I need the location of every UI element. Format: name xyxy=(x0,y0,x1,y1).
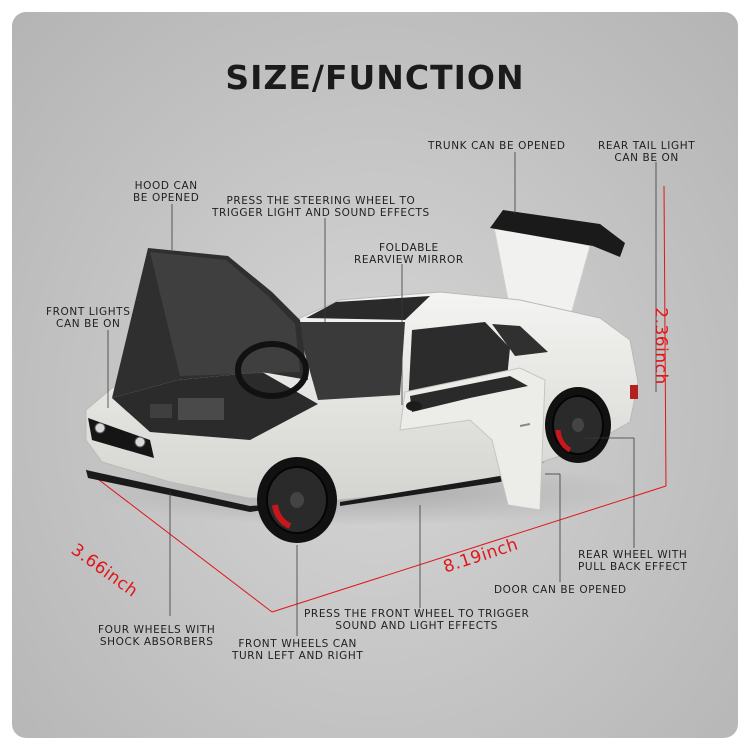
front-wheel xyxy=(257,457,337,543)
trunk-lid xyxy=(490,210,625,319)
steering-wheel xyxy=(235,341,309,399)
label-steering: PRESS THE STEERING WHEEL TO TRIGGER LIGH… xyxy=(212,195,430,219)
tail-light xyxy=(630,385,638,399)
label-four-wheels: FOUR WHEELS WITH SHOCK ABSORBERS xyxy=(98,624,216,648)
label-front-wheels-turn: FRONT WHEELS CAN TURN LEFT AND RIGHT xyxy=(232,638,364,662)
height-line xyxy=(663,185,667,487)
label-front-wheel-press: PRESS THE FRONT WHEEL TO TRIGGER SOUND A… xyxy=(304,608,530,632)
label-mirror: FOLDABLE REARVIEW MIRROR xyxy=(354,242,464,266)
door xyxy=(399,367,546,511)
dimension-height: 2.36inch xyxy=(650,307,671,385)
windshield xyxy=(296,322,405,400)
callout-lines xyxy=(107,152,657,636)
page-title: SIZE/FUNCTION xyxy=(225,58,525,97)
label-front-lights: FRONT LIGHTS CAN BE ON xyxy=(46,306,131,330)
label-hood: HOOD CAN BE OPENED xyxy=(133,180,200,204)
sunroof xyxy=(306,296,430,320)
rear-wheel xyxy=(545,387,611,463)
label-door: DOOR CAN BE OPENED xyxy=(494,584,627,596)
label-rear-tail-light: REAR TAIL LIGHT CAN BE ON xyxy=(598,140,696,164)
headlight-left xyxy=(94,422,106,434)
label-trunk: TRUNK CAN BE OPENED xyxy=(428,140,566,152)
headlight-right xyxy=(134,436,146,448)
label-rear-wheel: REAR WHEEL WITH PULL BACK EFFECT xyxy=(578,549,688,573)
rearview-mirror xyxy=(406,401,422,411)
